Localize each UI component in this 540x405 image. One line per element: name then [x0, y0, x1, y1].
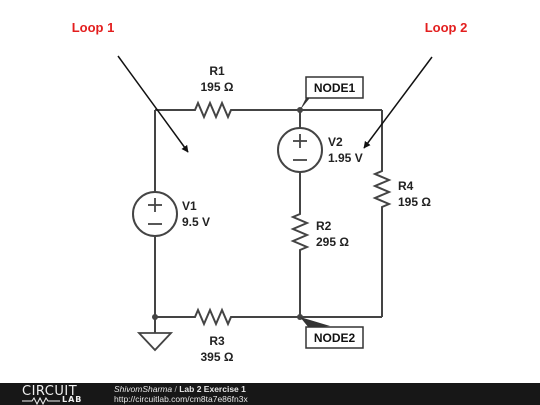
- r4-value: 195 Ω: [398, 195, 431, 209]
- author-link[interactable]: ShivomSharma: [114, 384, 173, 394]
- resistor-r4-symbol: [372, 165, 392, 222]
- circuit-diagram: NODE1 NODE2 R1 195 Ω R3 395 Ω R2 295 Ω R…: [72, 20, 468, 364]
- r4-name: R4: [398, 179, 414, 193]
- footer-credit: ShivomSharma / Lab 2 Exercise 1: [114, 384, 246, 394]
- resistor-r2-symbol: [290, 205, 310, 259]
- circuitlab-logo[interactable]: CIRCUIT LAB: [22, 384, 94, 405]
- r1-name: R1: [209, 64, 225, 78]
- node2-label: NODE2: [314, 331, 356, 345]
- voltage-source-v1: [132, 191, 178, 237]
- junction-dot: [152, 314, 158, 320]
- r1-value: 195 Ω: [201, 80, 234, 94]
- footer-bar: CIRCUIT LAB ShivomSharma / Lab 2 Exercis…: [0, 383, 540, 405]
- v1-value: 9.5 V: [182, 215, 210, 229]
- r2-name: R2: [316, 219, 332, 233]
- v1-name: V1: [182, 199, 197, 213]
- logo-text-circuit: CIRCUIT: [22, 384, 78, 399]
- loop2-label: Loop 2: [425, 20, 468, 35]
- separator: /: [174, 384, 177, 394]
- logo-text-lab: LAB: [62, 395, 83, 404]
- logo-resistor-icon: [22, 397, 60, 405]
- resistor-r3-symbol: [189, 307, 243, 327]
- node2-flag: NODE2: [300, 317, 364, 349]
- v2-name: V2: [328, 135, 343, 149]
- node1-label: NODE1: [314, 81, 356, 95]
- r3-name: R3: [209, 334, 225, 348]
- voltage-source-v2: [277, 127, 323, 173]
- resistor-r1-symbol: [189, 100, 243, 120]
- circuit-url-link[interactable]: http://circuitlab.com/cm8ta7e86fn3x: [114, 394, 248, 404]
- loop1-arrow: [117, 55, 189, 153]
- project-title-link[interactable]: Lab 2 Exercise 1: [179, 384, 246, 394]
- wires: [154, 109, 383, 333]
- loop1-label: Loop 1: [72, 20, 115, 35]
- r2-value: 295 Ω: [316, 235, 349, 249]
- loop2-arrow: [363, 56, 433, 149]
- v2-value: 1.95 V: [328, 151, 363, 165]
- r3-value: 395 Ω: [201, 350, 234, 364]
- node1-flag: NODE1: [300, 76, 364, 110]
- ground-symbol: [136, 332, 174, 352]
